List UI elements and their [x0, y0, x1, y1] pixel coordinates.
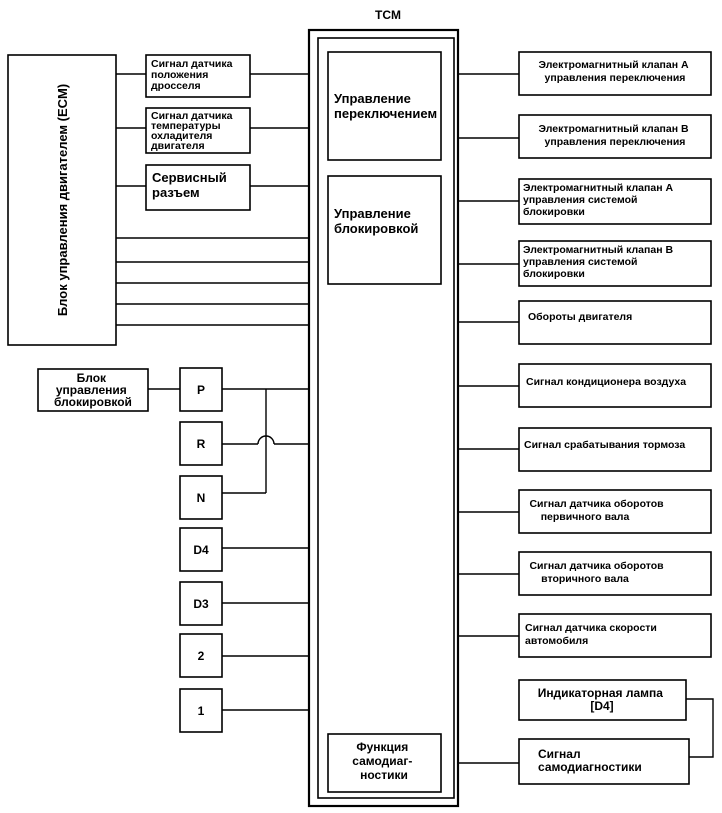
- vehicle-speed-sensor-label: Сигнал датчика скорости автомобиля: [525, 622, 660, 647]
- tcm-inner-frame: [317, 37, 455, 799]
- coolant-sensor-label: Сигнал датчика температуры охладителя дв…: [151, 110, 235, 152]
- position-p-box: [179, 367, 223, 412]
- lockup-unit: Блок управления блокировкой: [37, 368, 149, 412]
- self-diagnosis-label: Функция самодиаг- ностики: [352, 740, 415, 782]
- position-n-box: [179, 475, 223, 520]
- output-shaft-sensor-label: Сигнал датчика оборотов вторичного вала: [529, 560, 666, 585]
- lockup-solenoid-a-label: Электромагнитный клапан А управления сис…: [523, 182, 676, 218]
- shift-solenoid-a-label: Электромагнитный клапан А управления пер…: [539, 59, 692, 84]
- position-r-label: R: [197, 437, 206, 451]
- brake-signal-label: Сигнал срабатывания тормоза: [524, 439, 685, 451]
- lockup-solenoid-b-box: [518, 240, 712, 287]
- input-shaft-sensor-box: [518, 489, 712, 534]
- lockup-unit-label: Блок управления блокировкой: [54, 371, 132, 409]
- tcm-unit: TCM Управление переключением Управление …: [307, 8, 460, 808]
- position-n-label: N: [197, 491, 206, 505]
- position-2-box: [179, 633, 223, 678]
- engine-speed-label: Обороты двигателя: [528, 311, 632, 323]
- ecm-unit: Блок управления двигателем (ECM) Сигнал …: [7, 54, 251, 346]
- throttle-sensor-label: Сигнал датчика положения дросселя: [151, 58, 235, 92]
- output-devices: Электромагнитный клапан А управления пер…: [518, 51, 712, 785]
- coolant-sensor-box: [145, 107, 251, 154]
- position-d4-box: [179, 527, 223, 572]
- lockup-solenoid-b-label: Электромагнитный клапан В управления сис…: [523, 244, 676, 280]
- engine-speed-box: [518, 300, 712, 345]
- shift-solenoid-b-box: [518, 114, 712, 159]
- ac-signal-label: Сигнал кондиционера воздуха: [526, 376, 686, 388]
- self-diag-signal-label: Сигнал самодиагностики: [538, 747, 642, 774]
- ac-signal-box: [518, 363, 712, 408]
- position-d3-label: D3: [193, 597, 209, 611]
- position-r-box: [179, 421, 223, 466]
- self-diag-signal-box: [518, 738, 690, 785]
- service-connector-box: [145, 164, 251, 211]
- position-d4-label: D4: [193, 543, 209, 557]
- brake-signal-box: [518, 427, 712, 472]
- lockup-control-block: [327, 175, 442, 285]
- self-diagnosis-block: [327, 733, 442, 793]
- position-1-box: [179, 688, 223, 733]
- vehicle-speed-sensor-box: [518, 613, 712, 658]
- ecm-block: [7, 54, 117, 346]
- shift-control-block: [327, 51, 442, 161]
- position-1-label: 1: [198, 704, 205, 718]
- lockup-solenoid-a-box: [518, 178, 712, 225]
- selector-positions: P R N D4 D3 2 1: [179, 367, 223, 733]
- lockup-unit-box: [37, 368, 149, 412]
- output-shaft-sensor-box: [518, 551, 712, 596]
- d4-indicator-label: Индикаторная лампа [D4]: [538, 686, 667, 713]
- connection-wires: [116, 73, 714, 764]
- d4-indicator-box: [518, 679, 687, 721]
- throttle-sensor-box: [145, 54, 251, 98]
- shift-solenoid-a-box: [518, 51, 712, 96]
- position-d3-box: [179, 581, 223, 626]
- lockup-control-label: Управление блокировкой: [334, 206, 418, 236]
- position-2-label: 2: [198, 649, 205, 663]
- tcm-title: TCM: [375, 8, 401, 22]
- shift-solenoid-b-label: Электромагнитный клапан В управления пер…: [539, 123, 692, 148]
- service-connector-label: Сервисный разъем: [152, 170, 230, 200]
- input-shaft-sensor-label: Сигнал датчика оборотов первичного вала: [529, 498, 666, 523]
- position-p-label: P: [197, 383, 205, 397]
- shift-control-label: Управление переключением: [334, 91, 437, 121]
- ecm-label: Блок управления двигателем (ECM): [55, 84, 70, 316]
